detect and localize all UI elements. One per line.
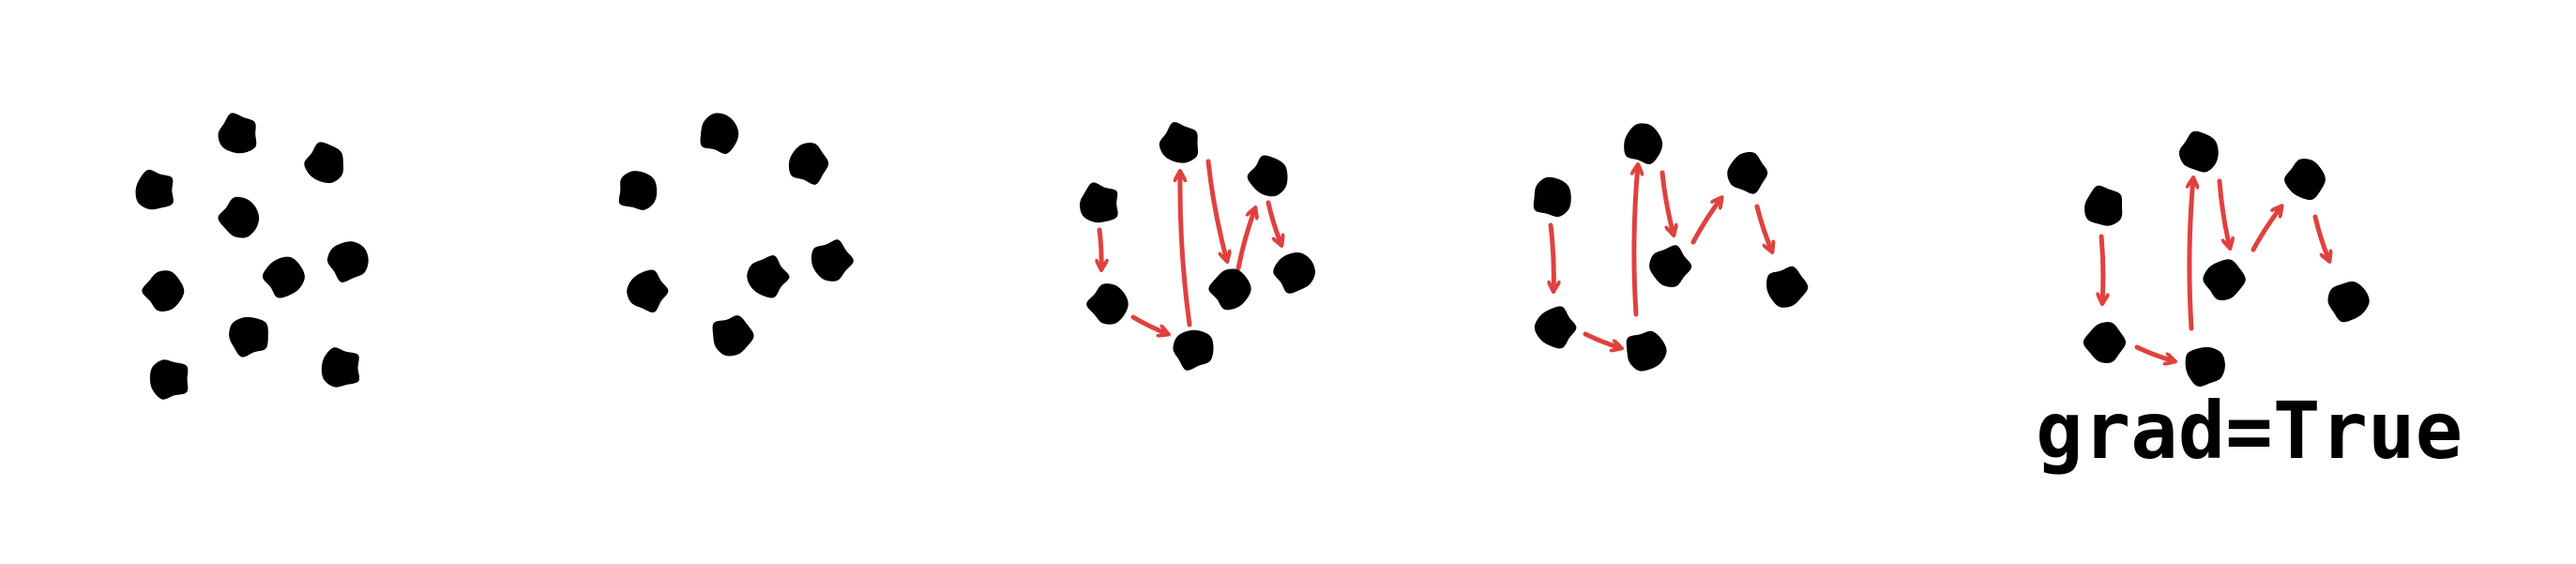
graph-node-n9 xyxy=(149,359,189,400)
graph-node-b xyxy=(2178,130,2219,173)
graph-node-d xyxy=(1534,306,1577,349)
graph-node-c xyxy=(2284,159,2326,200)
graph-node-n7 xyxy=(811,239,854,282)
edge-arrow xyxy=(2190,178,2193,331)
graph-node-n2 xyxy=(700,113,739,155)
edge-arrow xyxy=(1265,200,1281,245)
edge-arrow xyxy=(1180,172,1192,328)
edge-arrow xyxy=(1659,170,1674,235)
graph-node-d xyxy=(1086,283,1129,325)
graph-node-b xyxy=(1624,123,1663,165)
graph-node-e xyxy=(2203,259,2246,301)
graph-node-g xyxy=(1626,330,1667,372)
graph-node-n8 xyxy=(229,316,268,358)
graph-node-n2 xyxy=(218,113,257,154)
graph-node-a xyxy=(2084,185,2123,226)
panel-all-nodes xyxy=(135,113,369,400)
graph-node-g xyxy=(2185,346,2225,387)
graph-node-n10 xyxy=(321,347,360,388)
graph-node-b xyxy=(1159,122,1199,163)
panels-layer xyxy=(135,113,2370,400)
panel-subset-nodes xyxy=(618,113,854,357)
graph-node-f xyxy=(2327,281,2370,323)
graph-node-g xyxy=(1173,329,1214,371)
grad-true-caption: grad=True xyxy=(2036,385,2462,477)
graph-node-n3 xyxy=(788,143,829,185)
edge-arrow xyxy=(2134,344,2174,361)
edge-arrow xyxy=(2312,214,2329,261)
edge-arrow xyxy=(1551,222,1553,291)
edge-arrow xyxy=(1099,227,1101,269)
graph-node-n5 xyxy=(142,270,185,312)
panel-full-graph xyxy=(1080,122,1316,371)
graph-node-a xyxy=(1533,176,1571,218)
edge-arrow xyxy=(1205,159,1227,261)
edge-arrow xyxy=(2217,178,2230,248)
edge-arrow xyxy=(1130,314,1168,334)
graph-node-n6 xyxy=(747,255,790,298)
graph-node-e xyxy=(1208,268,1251,311)
edge-arrow xyxy=(1690,198,1721,245)
panel-partial-graph xyxy=(1533,123,1809,372)
edge-arrow xyxy=(2250,206,2281,252)
graph-node-d xyxy=(2083,322,2127,363)
graph-node-e xyxy=(1649,245,1692,287)
graph-node-c xyxy=(1727,151,1768,194)
graph-node-f xyxy=(1273,252,1316,294)
panel-grad-true-graph xyxy=(2083,130,2370,387)
graph-node-a xyxy=(1080,182,1118,223)
graph-node-f xyxy=(1766,266,1809,308)
graph-node-n8 xyxy=(712,315,754,357)
graph-node-n5 xyxy=(627,269,669,312)
edge-arrow xyxy=(1754,204,1772,252)
graph-node-n3 xyxy=(304,142,344,184)
edge-arrow xyxy=(1583,331,1621,348)
edge-arrow xyxy=(2101,234,2103,303)
graph-node-n1 xyxy=(618,171,658,210)
graph-node-n7 xyxy=(326,241,369,282)
graph-node-n1 xyxy=(135,169,174,210)
edge-arrow xyxy=(1235,208,1255,271)
graph-node-n4 xyxy=(218,196,260,238)
graph-node-c xyxy=(1247,155,1288,197)
graph-node-n6 xyxy=(262,256,305,298)
edge-arrow xyxy=(1634,165,1638,317)
